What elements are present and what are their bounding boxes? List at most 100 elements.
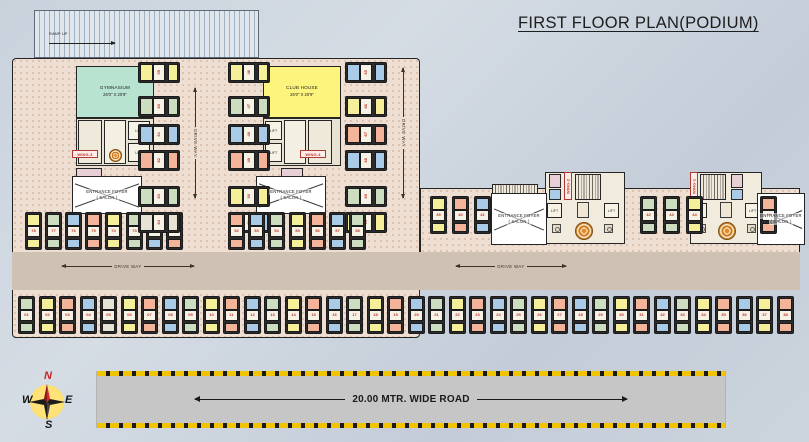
car-trunk xyxy=(374,126,385,143)
parking-stall[interactable]: 50 xyxy=(228,186,270,207)
parking-stall[interactable]: 18 xyxy=(366,296,384,334)
parking-stall[interactable]: 41 xyxy=(474,196,491,234)
car-hood xyxy=(635,298,649,310)
car-cabin: 67 xyxy=(360,126,373,143)
parking-stall[interactable]: 20 xyxy=(407,296,425,334)
car-cabin: 68 xyxy=(360,152,373,169)
parking-stall[interactable]: 03 xyxy=(59,296,77,334)
parking-stall[interactable]: 76 xyxy=(65,212,82,250)
parking-stall[interactable]: 66 xyxy=(345,96,387,117)
parking-stall[interactable]: 42 xyxy=(640,196,657,234)
parking-stall[interactable]: 78 xyxy=(24,212,42,250)
parking-stall[interactable]: 74 xyxy=(105,212,123,250)
parking-stall[interactable]: 65 xyxy=(345,62,387,83)
parking-stall[interactable]: 56 xyxy=(308,212,326,250)
parking-stall[interactable]: 21 xyxy=(428,296,446,334)
parking-stall[interactable]: 60 xyxy=(138,96,180,117)
parking-stall[interactable]: 54 xyxy=(268,212,286,250)
parking-stall[interactable]: 59 xyxy=(138,62,180,83)
parking-stall[interactable]: 08 xyxy=(161,296,179,334)
parking-stall[interactable]: 17 xyxy=(346,296,364,334)
parking-stall[interactable]: 07 xyxy=(141,296,159,334)
parking-stall[interactable]: 34 xyxy=(694,296,712,334)
parking-stall[interactable]: 01 xyxy=(18,296,36,334)
parking-stall[interactable]: 48 xyxy=(228,124,270,145)
parking-stall[interactable]: 57 xyxy=(329,212,346,250)
car-cabin: 29 xyxy=(594,309,608,321)
parking-stall[interactable]: 29 xyxy=(592,296,610,334)
car-cabin: 22 xyxy=(450,309,464,321)
stall-number: 01 xyxy=(24,312,29,317)
parking-stall[interactable]: 63 xyxy=(138,186,180,207)
parking-stall[interactable]: 16 xyxy=(325,296,343,334)
parking-stall[interactable]: 27 xyxy=(551,296,569,334)
parking-stall[interactable]: 25 xyxy=(510,296,528,334)
parking-stall[interactable]: 05 xyxy=(100,296,118,334)
compass-east: E xyxy=(65,394,73,406)
parking-stall[interactable]: 10 xyxy=(202,296,220,334)
parking-stall[interactable]: 44 xyxy=(686,196,703,234)
car-trunk xyxy=(266,322,280,332)
stall-number: 05 xyxy=(106,312,111,317)
car-cabin: 17 xyxy=(348,309,362,321)
parking-stall[interactable]: 12 xyxy=(243,296,261,334)
wing-tag-3: WING-3 xyxy=(72,150,98,158)
parking-stall[interactable]: 19 xyxy=(387,296,405,334)
parking-stall[interactable]: 11 xyxy=(223,296,241,334)
road-edge-top xyxy=(97,371,725,376)
parking-stall[interactable]: 69 xyxy=(345,186,387,207)
wing1-service-shaft xyxy=(731,174,743,188)
parking-stall[interactable]: 28 xyxy=(571,296,589,334)
parking-stall[interactable]: 23 xyxy=(469,296,487,334)
parking-stall[interactable]: 77 xyxy=(44,212,62,250)
stall-number: 04 xyxy=(85,312,91,317)
parking-stall[interactable]: 26 xyxy=(530,296,548,334)
car-trunk xyxy=(762,222,775,232)
parking-stall[interactable]: 67 xyxy=(345,124,387,145)
parking-stall[interactable]: 04 xyxy=(79,296,97,334)
car-cabin: 63 xyxy=(153,188,166,205)
parking-stall[interactable]: 22 xyxy=(448,296,466,334)
parking-stall[interactable]: 46 xyxy=(228,62,270,83)
parking-stall[interactable]: 40 xyxy=(452,196,469,234)
car-cabin: 33 xyxy=(676,309,690,321)
parking-stall[interactable]: 64 xyxy=(138,212,180,233)
car-cabin: 12 xyxy=(245,309,259,321)
parking-stall[interactable]: 15 xyxy=(305,296,323,334)
stall-number: 31 xyxy=(639,312,644,317)
parking-stall[interactable]: 02 xyxy=(38,296,56,334)
parking-stall[interactable]: 55 xyxy=(288,212,306,250)
driveway-label-left: DRIVE WAY xyxy=(60,263,196,269)
stall-number: 36 xyxy=(741,312,747,317)
parking-stall[interactable]: 14 xyxy=(284,296,302,334)
parking-stall[interactable]: 75 xyxy=(85,212,103,250)
stall-number: 24 xyxy=(495,312,501,317)
parking-stall[interactable]: 39 xyxy=(430,196,447,234)
parking-stall[interactable]: 49 xyxy=(228,150,270,171)
parking-stall[interactable]: 52 xyxy=(228,212,245,250)
parking-stall[interactable]: 24 xyxy=(489,296,507,334)
parking-stall[interactable]: 61 xyxy=(138,124,180,145)
parking-stall[interactable]: 38 xyxy=(776,296,794,334)
car-cabin: 14 xyxy=(286,309,300,321)
parking-stall[interactable]: 62 xyxy=(138,150,180,171)
parking-stall[interactable]: 09 xyxy=(182,296,200,334)
parking-stall[interactable]: 47 xyxy=(228,96,270,117)
parking-stall[interactable]: 37 xyxy=(756,296,774,334)
parking-stall[interactable]: 43 xyxy=(663,196,680,234)
parking-stall[interactable]: 06 xyxy=(120,296,138,334)
car-trunk xyxy=(87,238,101,248)
parking-stall[interactable]: 36 xyxy=(735,296,753,334)
parking-stall[interactable]: 68 xyxy=(345,150,387,171)
parking-stall[interactable]: 33 xyxy=(674,296,692,334)
parking-stall[interactable]: 30 xyxy=(612,296,630,334)
parking-stall[interactable]: 35 xyxy=(715,296,733,334)
car-hood xyxy=(230,64,243,81)
car-cabin: 65 xyxy=(360,64,373,81)
parking-stall[interactable]: 13 xyxy=(264,296,282,334)
parking-stall[interactable]: 32 xyxy=(653,296,671,334)
parking-stall[interactable]: 53 xyxy=(248,212,266,250)
parking-stall[interactable]: 31 xyxy=(633,296,651,334)
parking-stall[interactable]: 58 xyxy=(349,212,367,250)
wing2-lobby-feature xyxy=(577,202,589,218)
